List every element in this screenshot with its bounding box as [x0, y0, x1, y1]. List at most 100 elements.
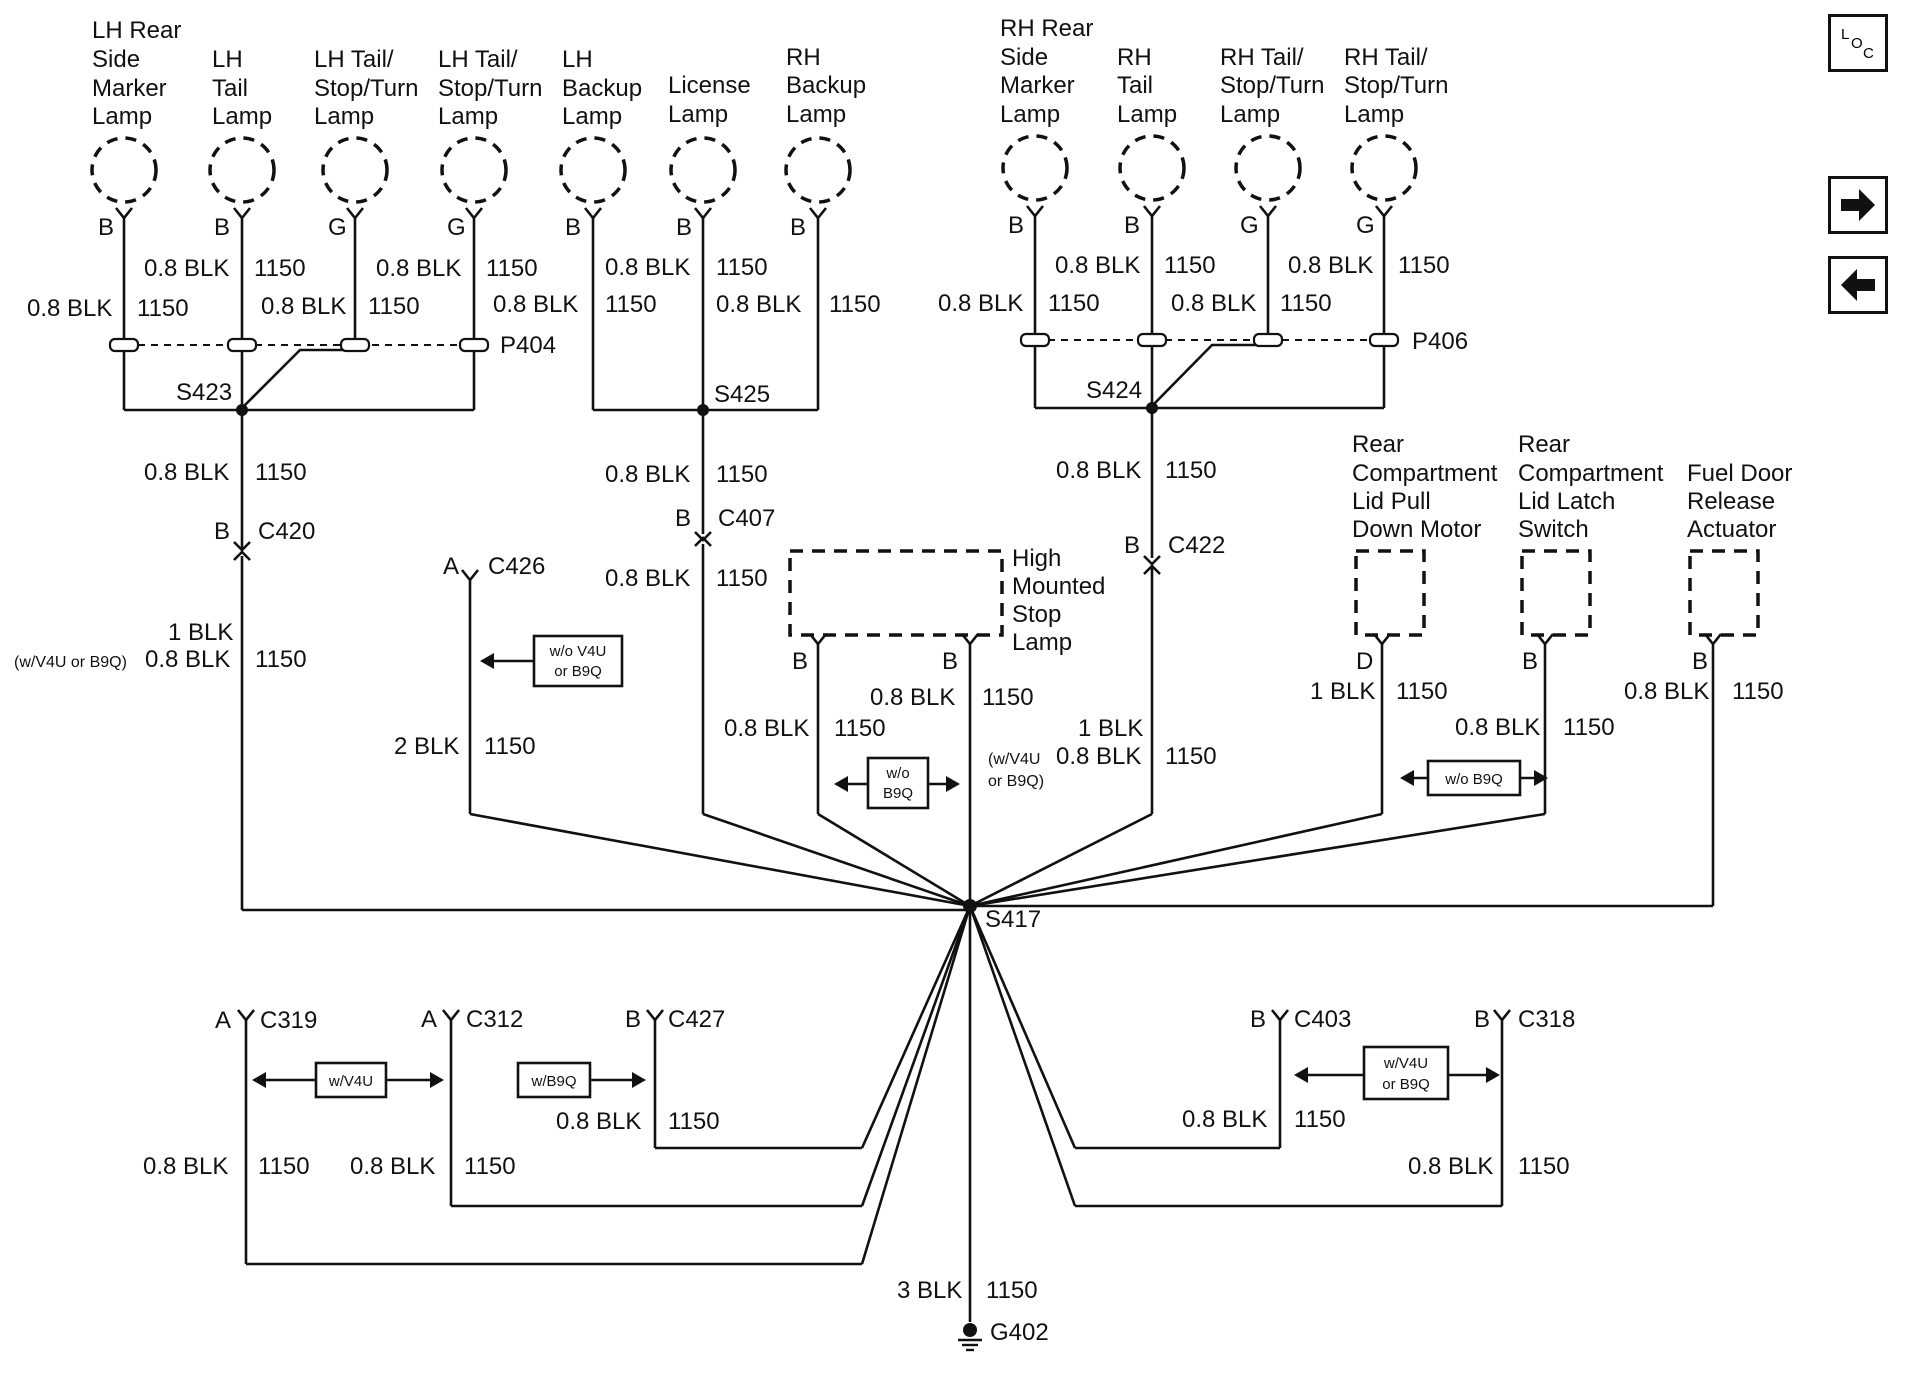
wire-gauge: 0.8 BLK — [1171, 290, 1256, 317]
lamp-label-lh-tail: LH Tail Lamp — [212, 46, 272, 130]
fuel-door-actuator-box — [1688, 549, 1760, 637]
option-box-w-v4u: w/V4U — [252, 1061, 444, 1099]
lamp-label-lh-rear-side-marker: LH Rear Side Marker Lamp — [92, 17, 188, 130]
high-mounted-stop-lamp-box — [788, 549, 1004, 637]
wire-gauge: 0.8 BLK — [493, 291, 578, 318]
component-label-lid-pull-down-motor: Rear Compartment Lid Pull Down Motor — [1352, 431, 1504, 543]
pin-letter: B — [1008, 212, 1024, 239]
lamp-pin-forks — [114, 205, 1394, 221]
circuit-number: 1150 — [605, 291, 657, 318]
c312-label: C312 — [466, 1006, 523, 1033]
c426-fork — [460, 569, 480, 583]
next-page-button[interactable] — [1828, 176, 1888, 234]
loc-icon: L O C — [1841, 26, 1874, 62]
circuit-number: 1150 — [1732, 678, 1784, 705]
pin-letter: B — [565, 214, 581, 241]
circuit-number: 1150 — [834, 715, 886, 742]
pin-letter: B — [1124, 532, 1140, 559]
pin-letter: G — [1356, 212, 1375, 239]
lh-lamp-wires — [122, 218, 476, 412]
circuit-number: 1150 — [829, 291, 881, 318]
hmsl-fork-1 — [808, 633, 828, 647]
circuit-number: 1150 — [1048, 290, 1100, 317]
lamp-lh-tail — [208, 136, 276, 204]
wire-gauge: 1 BLK — [1078, 715, 1143, 742]
circuit-number: 1150 — [368, 293, 420, 320]
circuit-number: 1150 — [716, 565, 768, 592]
wire-gauge: 0.8 BLK — [1288, 252, 1373, 279]
pin-letter: A — [215, 1007, 231, 1034]
svg-text:w/V4U: w/V4U — [1383, 1055, 1428, 1072]
p404-label: P404 — [500, 332, 556, 359]
c420-label: C420 — [258, 518, 315, 545]
svg-text:C: C — [1863, 45, 1874, 62]
wire-gauge: 0.8 BLK — [144, 255, 229, 282]
pin-letter: B — [1250, 1006, 1266, 1033]
wire-gauge: 0.8 BLK — [605, 254, 690, 281]
s425-label: S425 — [714, 381, 770, 408]
circuit-number: 1150 — [1396, 678, 1448, 705]
pin-letter: D — [1356, 648, 1373, 675]
component-label-fuel-door-release: Fuel Door Release Actuator — [1687, 460, 1799, 543]
pin-letter: B — [792, 648, 808, 675]
inline-connector-symbols — [233, 531, 1161, 575]
lower-connector-forks — [236, 1009, 1512, 1023]
circuit-number: 1150 — [1518, 1153, 1570, 1180]
lamp-label-lh-tail-stop-turn-1: LH Tail/ Stop/Turn Lamp — [314, 46, 425, 130]
wire-gauge: 0.8 BLK — [556, 1108, 641, 1135]
lamp-label-lh-backup: LH Backup Lamp — [562, 46, 649, 130]
lamp-symbols — [90, 134, 1418, 204]
pin-letter: A — [443, 553, 459, 580]
component-label-lid-latch-switch: Rear Compartment Lid Latch Switch — [1518, 431, 1670, 543]
option-box-wo-b9q: w/o B9Q — [1400, 759, 1548, 797]
rh-lamp-wires — [1033, 216, 1386, 410]
circuit-number: 1150 — [986, 1277, 1038, 1304]
pin-letter: B — [1474, 1006, 1490, 1033]
option-note: or B9Q) — [988, 773, 1044, 790]
c426-label: C426 — [488, 553, 545, 580]
wire-gauge: 0.8 BLK — [376, 255, 461, 282]
pin-letter: B — [790, 214, 806, 241]
pin-letter: B — [1522, 648, 1538, 675]
pin-letter: B — [214, 214, 230, 241]
svg-text:w/B9Q: w/B9Q — [530, 1073, 576, 1090]
pin-letter: G — [1240, 212, 1259, 239]
circuit-number: 1150 — [716, 461, 768, 488]
loc-button[interactable]: L O C — [1828, 14, 1888, 72]
svg-text:or B9Q: or B9Q — [1382, 1076, 1430, 1093]
wire-gauge: 0.8 BLK — [716, 291, 801, 318]
s423-label: S423 — [176, 379, 232, 406]
svg-text:w/o B9Q: w/o B9Q — [1444, 771, 1503, 788]
circuit-number: 1150 — [982, 684, 1034, 711]
s417-splice — [963, 899, 977, 913]
p406-label: P406 — [1412, 328, 1468, 355]
lamp-label-rh-tail: RH Tail Lamp — [1117, 44, 1177, 128]
ground-symbol-icon — [958, 1323, 982, 1352]
wire-gauge: 0.8 BLK — [938, 290, 1023, 317]
lamp-label-rh-tail-stop-turn-1: RH Tail/ Stop/Turn Lamp — [1220, 44, 1331, 128]
wire-gauge: 0.8 BLK — [143, 1153, 228, 1180]
wire-gauge: 3 BLK — [897, 1277, 962, 1304]
hmsl-fork-2 — [960, 633, 980, 647]
lamp-rh-rear-side-marker — [1001, 134, 1069, 202]
s424-label: S424 — [1086, 377, 1142, 404]
lamp-label-rh-backup: RH Backup Lamp — [786, 44, 873, 128]
wire-gauge: 0.8 BLK — [1408, 1153, 1493, 1180]
circuit-number: 1150 — [254, 255, 306, 282]
lamp-lh-backup — [559, 136, 627, 204]
wire-gauge: 0.8 BLK — [350, 1153, 435, 1180]
pin-letter: B — [942, 648, 958, 675]
lamp-label-lh-tail-stop-turn-2: LH Tail/ Stop/Turn Lamp — [438, 46, 549, 130]
previous-page-button[interactable] — [1828, 256, 1888, 314]
svg-text:B9Q: B9Q — [883, 785, 913, 802]
lamp-rh-backup — [784, 136, 852, 204]
arrow-left-icon — [1841, 269, 1875, 301]
lamp-license — [669, 136, 737, 204]
p404-terminals — [108, 337, 490, 353]
circuit-number: 1150 — [668, 1108, 720, 1135]
lid-latch-switch-box — [1520, 549, 1592, 637]
circuit-number: 1150 — [1563, 714, 1615, 741]
circuit-number: 1150 — [1165, 743, 1217, 770]
wire-gauge: 0.8 BLK — [605, 461, 690, 488]
circuit-number: 1150 — [464, 1153, 516, 1180]
